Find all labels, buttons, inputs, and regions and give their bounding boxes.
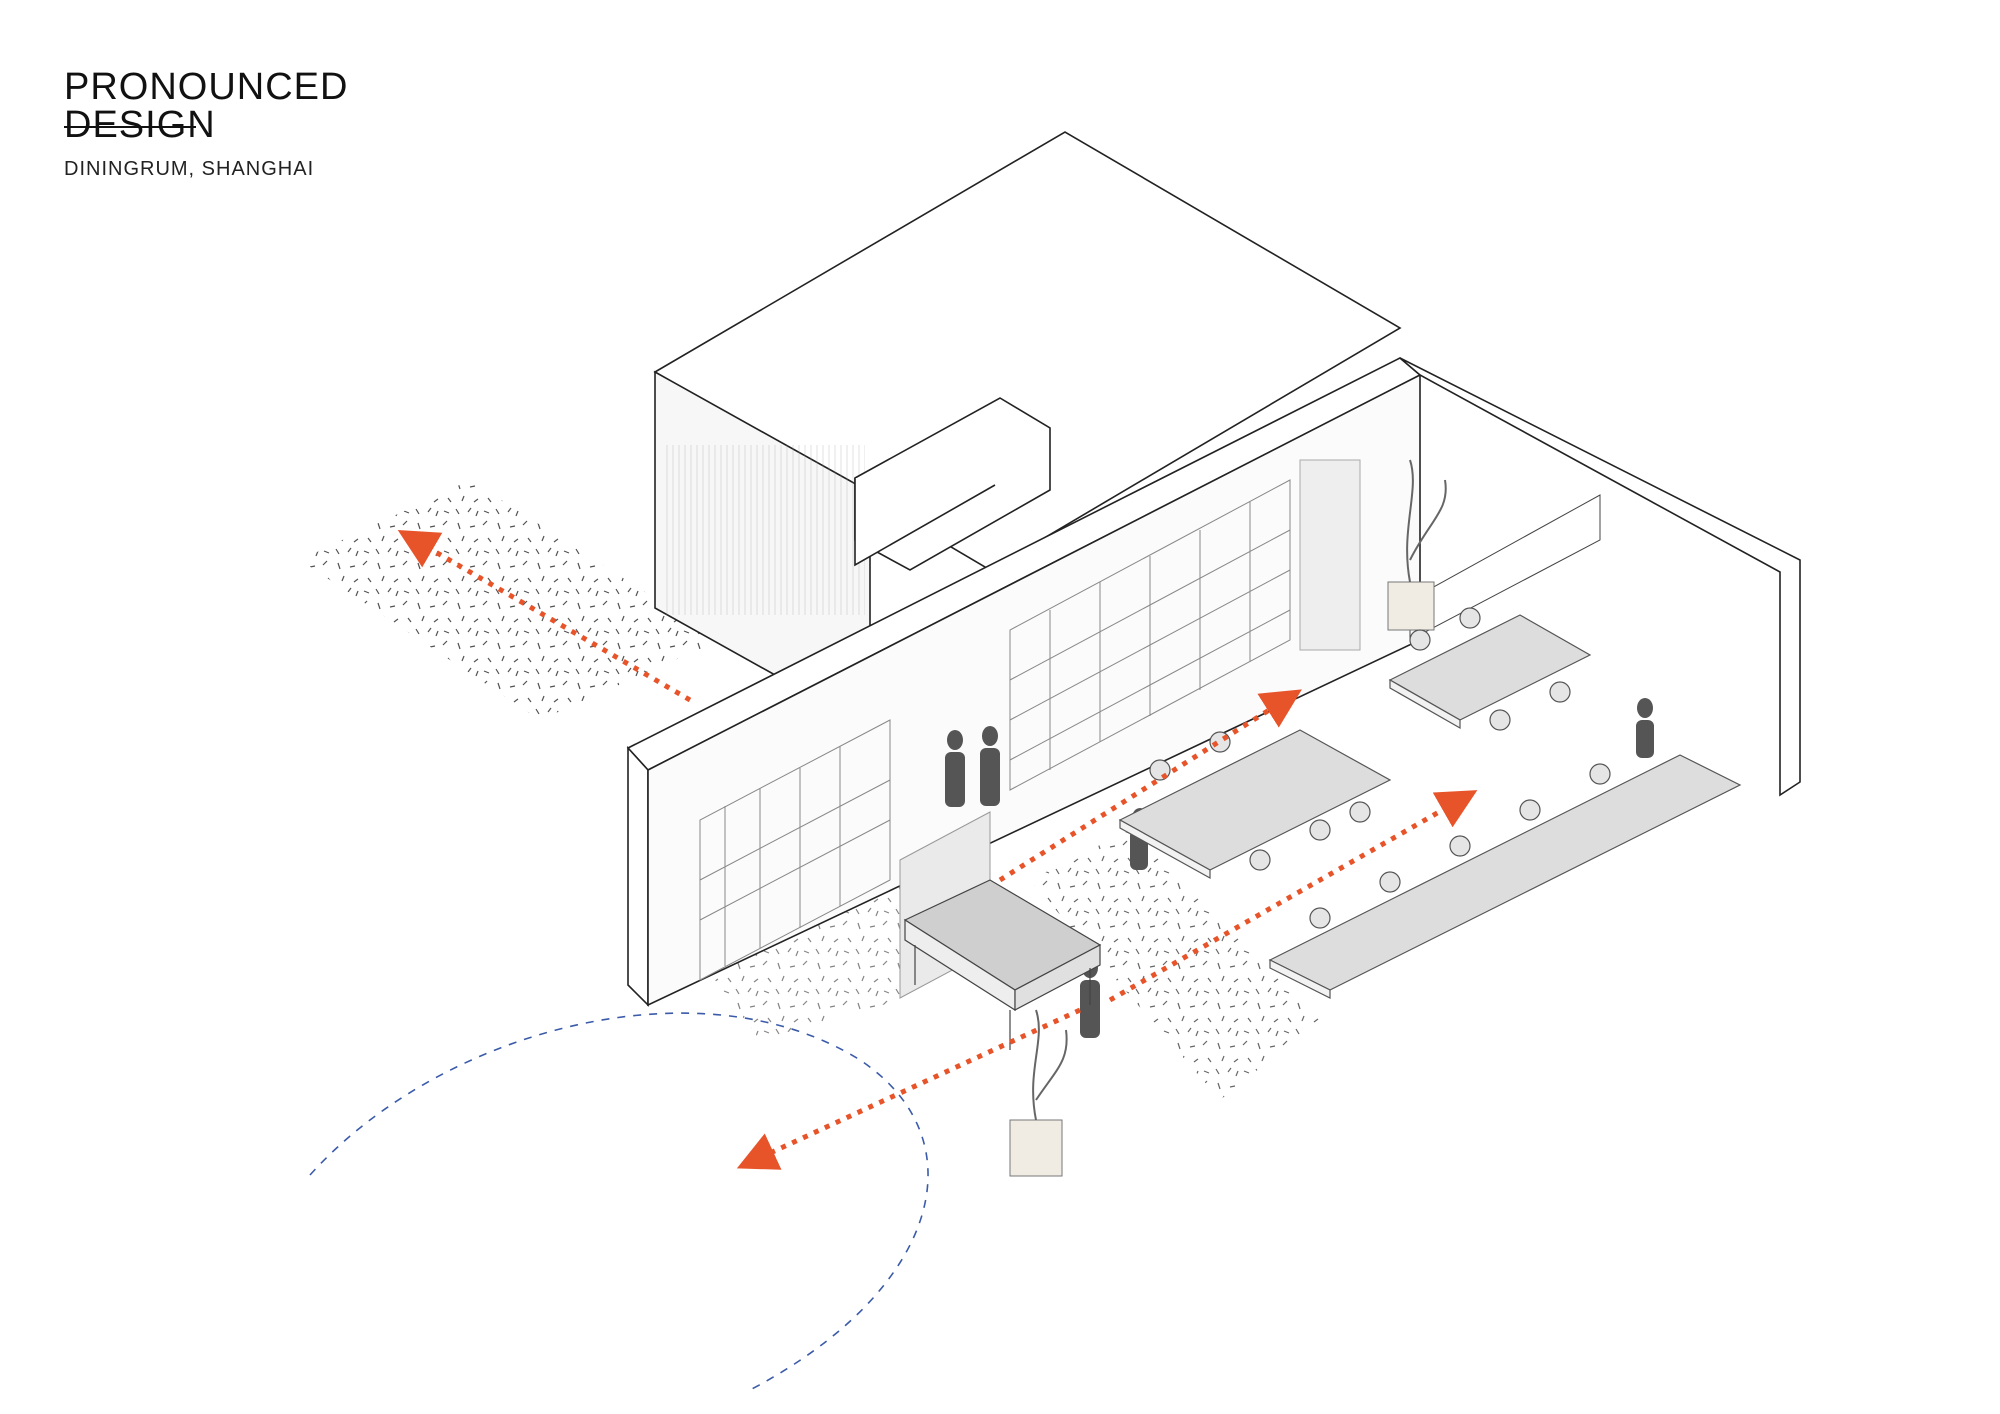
brand-name-line-2: DESIGN [64,104,216,146]
logo: PRONOUNCED DESIGN [60,62,347,182]
project-title: DININGRUM, SHANGHAI [64,158,315,180]
dining-table-group-3 [1268,754,1742,999]
dining-table-group-1 [1388,607,1592,731]
circulation-arrows [397,529,1478,1170]
boundary-curve [309,1012,929,1391]
logo-strike-line [64,126,196,128]
dining-table-group-2 [1118,729,1392,880]
upper-volume [653,131,1402,730]
brand-name-line-1: PRONOUNCED [64,66,349,108]
shelving-units [699,459,1361,981]
main-wall [626,357,1801,1007]
work-table [903,879,1102,1050]
planter-plant [1009,459,1447,1177]
person-figure [945,698,1654,1038]
